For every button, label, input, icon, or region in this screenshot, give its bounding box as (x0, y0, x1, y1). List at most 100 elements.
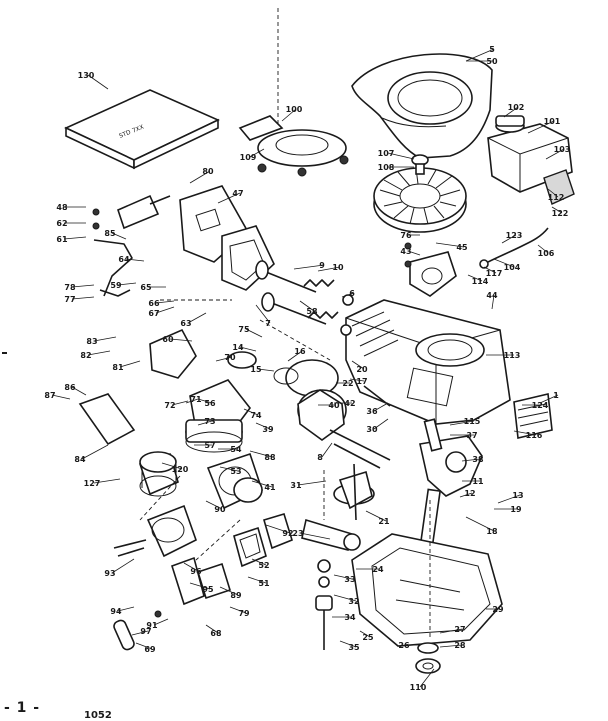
callout-leader (465, 48, 495, 62)
callout-leader (321, 442, 333, 458)
callout-number: 54 (230, 445, 242, 454)
callout-number: 86 (64, 383, 76, 392)
callout-number: 81 (112, 363, 124, 372)
rewind-starter (238, 115, 349, 177)
callout-leader (333, 574, 353, 580)
callout-number: 110 (410, 683, 427, 692)
callout-number: 79 (238, 609, 250, 618)
callout-number: 33 (344, 575, 355, 584)
callout-leader (197, 398, 213, 404)
callout-number: 25 (362, 633, 374, 642)
callout-leader (111, 558, 135, 574)
callout-leader (493, 258, 515, 268)
callout-number: 104 (504, 263, 521, 272)
callout-leader (351, 360, 365, 370)
breather-cover (179, 185, 275, 291)
callout-number: 28 (454, 641, 466, 650)
callout-leader (491, 294, 495, 310)
callout-leader (551, 206, 563, 214)
callout-number: 93 (104, 569, 115, 578)
fuel-line (479, 227, 549, 269)
callout-number: 107 (378, 149, 395, 158)
callout-leader (71, 284, 95, 288)
callout-number: 48 (56, 203, 68, 212)
callout-number: 8 (317, 453, 323, 462)
callout-leader (135, 642, 153, 650)
governor-linkage (93, 239, 133, 297)
callout-number: 70 (224, 353, 236, 362)
callout-number: 52 (258, 561, 269, 570)
callout-number: 62 (56, 219, 67, 228)
callout-number: 75 (238, 325, 250, 334)
carburetor (149, 328, 257, 453)
callout-leader (155, 300, 175, 304)
callout-number: 19 (510, 505, 522, 514)
callout-leader (93, 478, 121, 484)
callout-number: 68 (210, 629, 222, 638)
callout-leader (205, 500, 223, 510)
callout-number: 87 (44, 391, 55, 400)
piston-assembly (273, 359, 347, 441)
callout-leader (461, 458, 481, 462)
callout-number: 13 (512, 491, 523, 500)
callout-leader (217, 192, 241, 204)
callout-number: 18 (486, 527, 498, 536)
callout-number: 95 (202, 585, 214, 594)
callout-leader (299, 532, 331, 540)
callout-number: 108 (378, 163, 395, 172)
callout-leader (51, 394, 71, 400)
callout-number: 96 (190, 567, 202, 576)
callout-leader (299, 300, 315, 312)
callout-leader (449, 420, 475, 426)
callout-leader (117, 282, 137, 286)
callout-number: 57 (204, 441, 215, 450)
callout-number: 31 (290, 481, 302, 490)
callout-number: 26 (398, 641, 410, 650)
callout-number: 41 (264, 483, 276, 492)
callout-leader (197, 420, 213, 426)
callout-number: 124 (532, 401, 549, 410)
callout-number: 43 (400, 247, 411, 256)
callout-leader (245, 328, 263, 338)
engine-block (345, 299, 511, 425)
callout-leader (93, 336, 117, 342)
callout-number: 66 (148, 299, 160, 308)
air-cleaner (78, 393, 179, 497)
callout-number: 40 (328, 401, 340, 410)
callout-number: 106 (538, 249, 555, 258)
callout-number: 59 (110, 281, 122, 290)
callout-number: 51 (258, 579, 270, 588)
crankcase-sump (351, 533, 503, 647)
oil-pump-parts (315, 559, 333, 650)
callout-number: 58 (306, 307, 318, 316)
callout-number: 72 (164, 401, 175, 410)
muffler (146, 504, 197, 558)
callout-number: 5 (489, 45, 495, 54)
callout-number: 120 (172, 465, 189, 474)
spark-plug (92, 194, 171, 230)
air-filter-cover (206, 452, 263, 510)
fastener-parts (113, 539, 162, 651)
callout-number: 83 (86, 337, 97, 346)
callout-leader (63, 236, 87, 240)
callout-number: 77 (64, 295, 75, 304)
callout-leader (125, 258, 145, 262)
callout-number: 16 (294, 347, 306, 356)
callout-leader (373, 418, 389, 430)
callout-leader (435, 242, 465, 248)
callout-number: 117 (486, 269, 503, 278)
callout-leader (255, 304, 271, 324)
callout-leader (251, 558, 267, 566)
callout-number: 24 (372, 565, 384, 574)
alignment-line (139, 299, 431, 640)
callout-leader (439, 628, 463, 634)
callout-leader (333, 594, 357, 602)
callout-number: 63 (180, 319, 191, 328)
callout-leader (219, 586, 239, 596)
page-edge-mark (2, 352, 7, 354)
callout-number: 94 (110, 607, 122, 616)
callout-number: 36 (366, 407, 378, 416)
callout-leader (317, 266, 341, 272)
callout-leader (189, 582, 211, 590)
